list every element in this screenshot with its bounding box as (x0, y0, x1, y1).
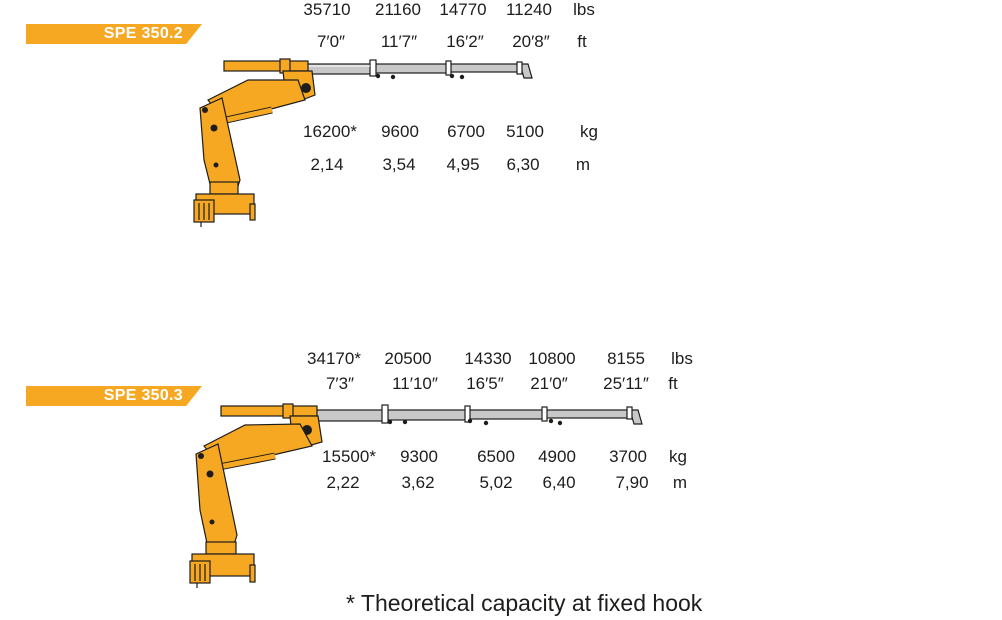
spe-350-3-ft-3: 16′5″ (466, 374, 504, 393)
spe-350-3-lbs-unit: lbs (671, 349, 693, 368)
spe-350-3-kg-3: 6500 (477, 447, 515, 466)
spe-350-3-kg-unit: kg (669, 447, 687, 466)
spe-350-3-ft-4: 21′0″ (530, 374, 568, 393)
spe-350-3-lbs-4: 10800 (528, 349, 576, 368)
spe-350-2-ft-1: 7′0″ (316, 32, 346, 51)
spe-350-3-kg-1: 15500* (322, 447, 376, 466)
spe-350-3-kg-5: 3700 (609, 447, 647, 466)
model-badge-spe-350-3: SPE 350.3 (26, 386, 202, 406)
spe-350-3-kg-2: 9300 (400, 447, 438, 466)
spe-350-2-ft-unit: ft (577, 32, 587, 51)
spe-350-3-ft-1: 7′3″ (325, 374, 355, 393)
spe-350-2-m-1: 2,14 (310, 155, 344, 174)
spe-350-2-lbs-3: 14770 (439, 0, 487, 19)
boom-tip (519, 63, 533, 79)
spe-350-2-kg-4: 5100 (506, 122, 544, 141)
spe-350-2-m-unit: m (575, 155, 591, 174)
boom-section-1 (311, 409, 388, 422)
boom-section-3 (466, 409, 547, 420)
spe-350-2-ft-2: 11′7″ (380, 32, 418, 51)
spe-350-3-m-5: 7,90 (615, 473, 649, 492)
spe-350-3-lbs-3: 14330 (464, 349, 512, 368)
spe-350-2-lbs-unit: lbs (573, 0, 595, 19)
footnote: * Theoretical capacity at fixed hook (346, 590, 703, 616)
boom-section-4 (543, 409, 633, 419)
spe-350-3-m-1: 2,22 (326, 473, 360, 492)
spe-350-3-lbs-1: 34170* (307, 349, 361, 368)
boom-section-2 (384, 409, 470, 421)
spe-350-3-m-3: 5,02 (479, 473, 513, 492)
spe-350-3-ft-2: 11′10″ (392, 374, 438, 393)
spe-350-2-kg-3: 6700 (447, 122, 485, 141)
spe-350-3-lbs-2: 20500 (384, 349, 432, 368)
spe-350-3-ft-unit: ft (668, 374, 678, 393)
spe-350-2-ft-3: 16′2″ (446, 32, 484, 51)
spe-350-2-ft-4: 20′8″ (512, 32, 550, 51)
spe-350-3-m-unit: m (672, 473, 688, 492)
spe-350-2-kg-1: 16200* (303, 122, 357, 141)
spe-350-2-m-4: 6,30 (506, 155, 540, 174)
spe-350-2-m-3: 4,95 (446, 155, 480, 174)
model-badge-spe-350-2: SPE 350.2 (26, 24, 202, 44)
spe-350-2-lbs-1: 35710 (303, 0, 351, 19)
spe-350-2-m-2: 3,54 (382, 155, 416, 174)
spe-350-2-kg-unit: kg (580, 122, 598, 141)
spe-350-3-m-4: 6,40 (542, 473, 576, 492)
spe-350-2-kg-2: 9600 (381, 122, 419, 141)
spe-350-3-kg-4: 4900 (538, 447, 576, 466)
spe-350-2-lbs-2: 21160 (374, 0, 422, 19)
spe-350-2-lbs-4: 11240 (505, 0, 553, 19)
spe-350-3-m-2: 3,62 (401, 473, 435, 492)
spe-350-3-lbs-5: 8155 (607, 349, 645, 368)
boom-tip (629, 409, 643, 425)
spe-350-3-ft-5: 25′11″ (603, 374, 649, 393)
